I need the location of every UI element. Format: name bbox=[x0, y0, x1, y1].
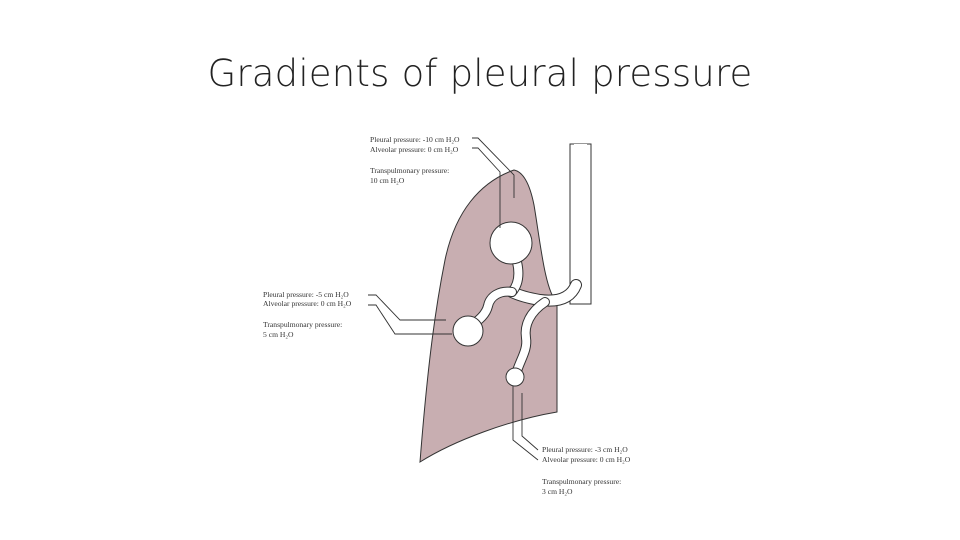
middle-alveolar-label: Alveolar pressure: 0 cm H₂O bbox=[263, 299, 352, 308]
top-transpulmonary-value: 10 cm H₂O bbox=[370, 176, 405, 185]
leader-top-pleural bbox=[472, 137, 515, 198]
leader-top-alveolar bbox=[472, 147, 501, 228]
top-transpulmonary-title: Transpulmonary pressure: bbox=[370, 166, 449, 175]
trachea-inner bbox=[574, 144, 587, 299]
bottom-pleural-label: Pleural pressure: -3 cm H₂O bbox=[542, 445, 628, 454]
top-pleural-label: Pleural pressure: -10 cm H₂O bbox=[370, 135, 460, 144]
bottom-alveolar-label: Alveolar pressure: 0 cm H₂O bbox=[542, 455, 631, 464]
leader-bottom-alveolar bbox=[512, 386, 539, 461]
leader-bottom-pleural bbox=[521, 393, 539, 451]
slide-title: Gradients of pleural pressure bbox=[207, 52, 753, 95]
bottom-transpulmonary-value: 3 cm H₂O bbox=[542, 487, 573, 496]
alveolus-upper bbox=[489, 221, 533, 265]
bottom-transpulmonary-title: Transpulmonary pressure: bbox=[542, 477, 621, 486]
leader-middle-pleural bbox=[368, 294, 446, 321]
top-alveolar-label: Alveolar pressure: 0 cm H₂O bbox=[370, 145, 459, 154]
middle-transpulmonary-title: Transpulmonary pressure: bbox=[263, 320, 342, 329]
alveolus-middle bbox=[452, 315, 484, 347]
airway-lower-lumen bbox=[512, 298, 549, 378]
middle-transpulmonary-value: 5 cm H₂O bbox=[263, 330, 294, 339]
alveolus-lower bbox=[505, 367, 525, 387]
middle-pleural-label: Pleural pressure: -5 cm H₂O bbox=[263, 290, 349, 299]
leader-middle-alveolar bbox=[368, 304, 452, 335]
